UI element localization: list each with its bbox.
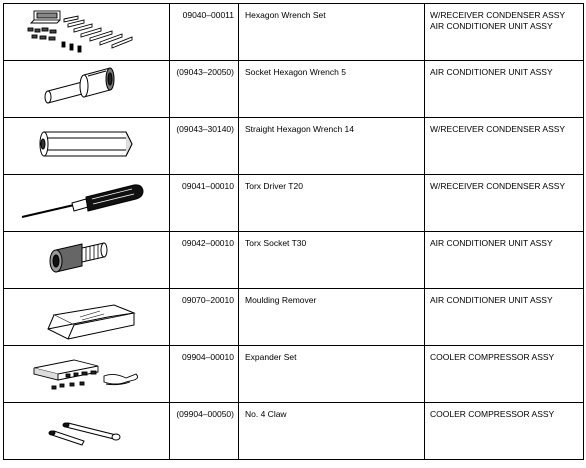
tool-name: Straight Hexagon Wrench 14: [245, 124, 354, 134]
hexagon-wrench-set-icon: [27, 10, 133, 53]
table-row: 09040–00011 Hexagon Wrench Set W/RECEIVE…: [3, 3, 584, 61]
usage-text: W/RECEIVER CONDENSER ASSY: [430, 10, 566, 20]
socket-hexagon-wrench-icon: [44, 67, 115, 104]
claw-icon: [48, 422, 121, 446]
usage-text: W/RECEIVER CONDENSER ASSY: [430, 181, 566, 191]
table-row: 09042–00010 Torx Socket T30 AIR CONDITIO…: [3, 231, 584, 289]
part-number: (09904–00050): [176, 409, 234, 419]
torx-socket-icon: [49, 242, 108, 273]
part-number: (09043–30140): [176, 124, 234, 134]
usage-text: AIR CONDITIONER UNIT ASSY: [430, 295, 553, 305]
tool-name: Torx Socket T30: [245, 238, 307, 248]
usage-text: COOLER COMPRESSOR ASSY: [430, 409, 555, 419]
table-row: 09904–00010 Expander Set COOLER COMPRESS…: [3, 345, 584, 403]
special-service-tools-table: 09040–00011 Hexagon Wrench Set W/RECEIVE…: [3, 3, 584, 460]
usage-text: AIR CONDITIONER UNIT ASSY: [430, 238, 553, 248]
torx-driver-icon: [21, 184, 144, 218]
tool-illustration-cell: [3, 60, 170, 118]
part-number: 09040–00011: [182, 10, 234, 20]
table-row: 09070–20010 Moulding Remover AIR CONDITI…: [3, 288, 584, 346]
tool-name: Hexagon Wrench Set: [245, 10, 326, 20]
tool-illustration-cell: [3, 402, 170, 460]
table-row: (09043–30140) Straight Hexagon Wrench 14…: [3, 117, 584, 175]
tool-name: Expander Set: [245, 352, 297, 362]
part-number: (09043–20050): [176, 67, 234, 77]
usage-text: AIR CONDITIONER UNIT ASSY: [430, 21, 553, 31]
moulding-remover-icon: [47, 304, 136, 340]
usage-text: AIR CONDITIONER UNIT ASSY: [430, 67, 553, 77]
part-number: 09041–00010: [181, 181, 234, 191]
straight-hexagon-wrench-icon: [39, 131, 133, 157]
tool-illustration-cell: [3, 174, 170, 232]
tool-illustration-cell: [3, 288, 170, 346]
table-row: (09043–20050) Socket Hexagon Wrench 5 AI…: [3, 60, 584, 118]
part-number: 09042–00010: [181, 238, 234, 248]
tool-illustration-cell: [3, 345, 170, 403]
usage-text: COOLER COMPRESSOR ASSY: [430, 352, 555, 362]
tool-name: Torx Driver T20: [245, 181, 303, 191]
usage-text: W/RECEIVER CONDENSER ASSY: [430, 124, 566, 134]
tool-illustration-cell: [3, 3, 170, 61]
table-row: (09904–00050) No. 4 Claw COOLER COMPRESS…: [3, 402, 584, 460]
tool-name: Moulding Remover: [245, 295, 317, 305]
tool-illustration-cell: [3, 231, 170, 289]
table-row: 09041–00010 Torx Driver T20 W/RECEIVER C…: [3, 174, 584, 232]
part-number: 09070–20010: [181, 295, 234, 305]
tool-name: Socket Hexagon Wrench 5: [245, 67, 346, 77]
part-number: 09904–00010: [181, 352, 234, 362]
tool-illustration-cell: [3, 117, 170, 175]
tool-name: No. 4 Claw: [245, 409, 287, 419]
expander-set-icon: [33, 359, 139, 390]
